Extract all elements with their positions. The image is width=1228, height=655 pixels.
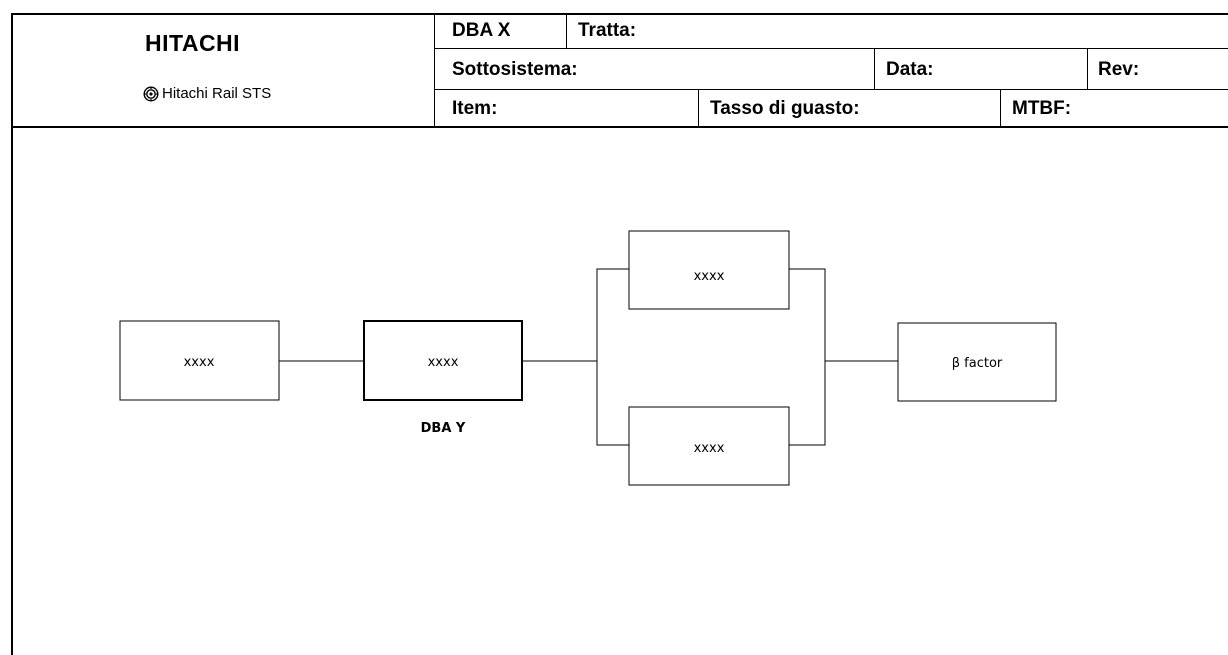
- parallel-bottom-label: xxxx: [694, 441, 725, 456]
- diagram-connectors: [279, 268, 898, 446]
- sottosistema-label: Sottosistema:: [452, 59, 578, 80]
- logo-separator: [434, 13, 435, 128]
- dba-y-caption: DBA Y: [421, 421, 466, 436]
- row-line-1: [434, 48, 1228, 49]
- row-line-2: [434, 89, 1228, 90]
- block-beta-factor: [897, 322, 1057, 402]
- row2-divider-a: [874, 48, 875, 90]
- block-parallel-bottom: [628, 406, 790, 486]
- connector-split-left: [596, 268, 629, 446]
- block-parallel-top: [628, 230, 790, 310]
- row2-divider-b: [1087, 48, 1088, 90]
- mtbf-label: MTBF:: [1012, 98, 1072, 119]
- block-1-label: xxxx: [184, 355, 215, 370]
- row3-divider-b: [1000, 89, 1001, 127]
- rev-label: Rev:: [1098, 59, 1140, 80]
- item-label: Item:: [452, 98, 498, 119]
- hitachi-emblem-icon: [143, 85, 159, 102]
- frame-top: [11, 13, 1228, 15]
- row1-divider: [566, 13, 567, 49]
- company-logo-title: HITACHI: [145, 30, 241, 56]
- tasso-guasto-label: Tasso di guasto:: [710, 98, 860, 119]
- block-dba-y: [363, 320, 523, 401]
- dba-label: DBA X: [452, 20, 511, 41]
- logo-subtitle-text: Hitachi Rail STS: [162, 85, 272, 102]
- company-logo-subtitle: Hitachi Rail STS: [143, 85, 271, 102]
- beta-factor-label: β factor: [952, 356, 1003, 371]
- frame-left: [11, 13, 13, 655]
- block-dba-label: xxxx: [428, 355, 459, 370]
- data-label: Data:: [886, 59, 934, 80]
- parallel-top-label: xxxx: [694, 269, 725, 284]
- header-bottom-line: [11, 126, 1228, 128]
- row3-divider-a: [698, 89, 699, 127]
- connector-split-right: [789, 268, 826, 446]
- block-1: [119, 320, 280, 401]
- tratta-label: Tratta:: [578, 20, 637, 41]
